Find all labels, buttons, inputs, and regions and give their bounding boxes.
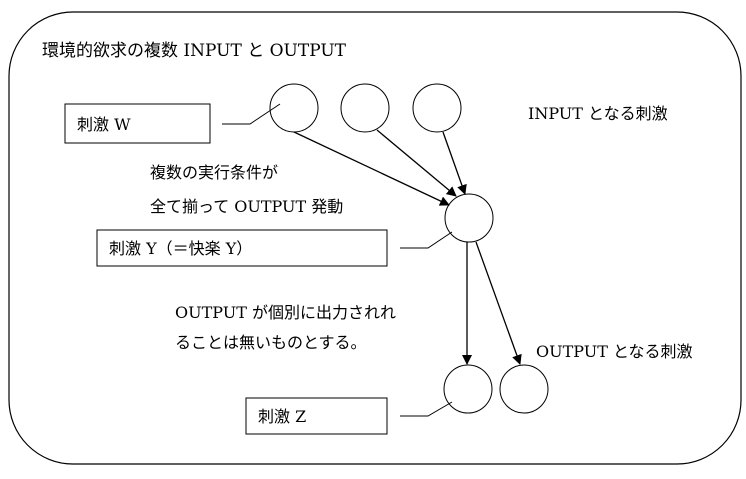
connector-y [400,231,453,249]
stimulus-w-label: 刺激 W [77,115,131,134]
connector-w [222,103,281,125]
stimulus-z-box [245,397,388,435]
output-node-2 [499,364,549,414]
central-node [444,193,494,243]
input-node-1 [269,83,319,133]
condition-text-line-2: 全て揃って OUTPUT 発動 [150,197,343,216]
input-node-2 [340,83,390,133]
output-note-line-1: OUTPUT が個別に出力されれ [175,303,396,322]
arrow-input-3-to-central [442,131,467,195]
diagram-title: 環境的欲求の複数 INPUT と OUTPUT [42,41,347,61]
stimulus-y-box [96,229,388,267]
output-note-line-2: ることは無いものとする。 [175,333,367,352]
stimulus-w-box [64,103,211,144]
output-stimulus-label: OUTPUT となる刺激 [536,342,693,361]
stimulus-y-label: 刺激 Y（＝快楽 Y） [109,239,252,258]
arrow-input-1-to-central [293,131,450,206]
output-node-1 [443,364,493,414]
input-stimulus-label: INPUT となる刺激 [528,104,668,123]
condition-text-line-1: 複数の実行条件が [150,163,278,182]
input-node-3 [412,83,462,133]
stimulus-z-label: 刺激 Z [258,407,306,426]
connector-z [400,401,453,417]
arrow-input-2-to-central [376,129,457,197]
arrow-central-to-output-2 [475,241,522,365]
